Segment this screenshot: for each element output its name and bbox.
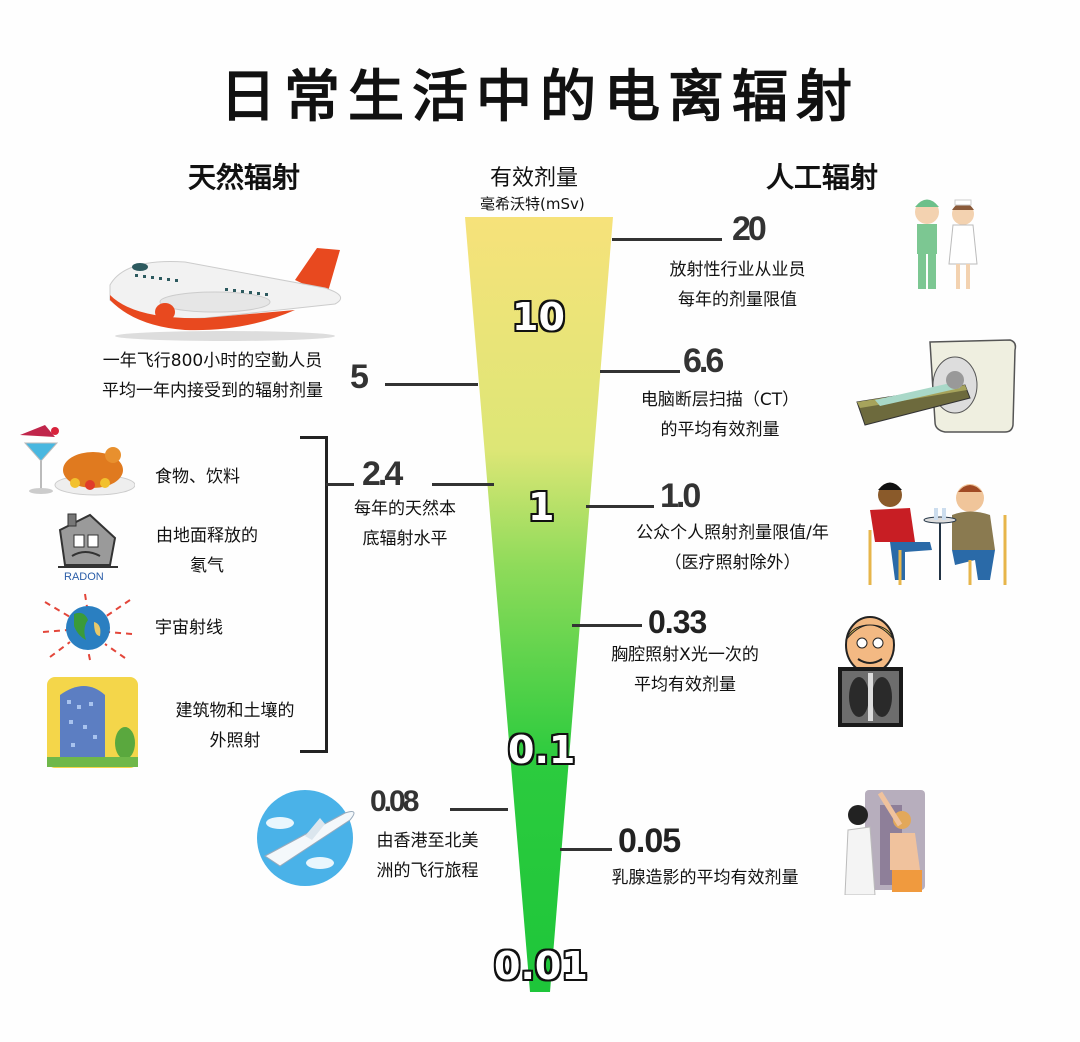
chest-xray-label: 胸腔照射X光一次的 平均有效剂量: [611, 645, 759, 695]
workers-label: 放射性行业从业员 每年的剂量限值: [669, 260, 806, 310]
page-title: 日常生活中的电离辐射: [220, 65, 860, 130]
background-connector-line: [432, 483, 494, 486]
aircrew-dose-value: 5: [350, 358, 369, 396]
flight-connector-line: [450, 808, 508, 811]
aircrew-label-line2: 平均一年内接受到的辐射剂量: [102, 381, 323, 401]
workers-connector-line: [612, 238, 722, 241]
radon-label: 由地面释放的 氡气: [156, 526, 258, 576]
public-dose-value: 1.0: [660, 477, 701, 515]
scale-tick-10: 10: [512, 295, 565, 339]
cosmic-ray-label: 宇宙射线: [155, 618, 223, 638]
building-soil-label: 建筑物和土壤的 外照射: [175, 701, 295, 751]
background-dose-value: 2.4: [362, 455, 403, 493]
airplane-icon: [109, 248, 342, 341]
svg-text:RADON: RADON: [64, 571, 104, 583]
scale-tick-0-01: 0.01: [494, 944, 588, 988]
dose-unit: 毫希沃特(mSv): [480, 195, 585, 213]
food-drink-icon: [20, 425, 135, 496]
food-drink-label: 食物、饮料: [155, 467, 240, 487]
aircrew-connector-line: [385, 383, 478, 386]
natural-sources-bracket: [300, 436, 328, 753]
radon-house-icon: RADON: [58, 513, 118, 583]
scale-tick-1: 1: [528, 485, 555, 529]
natural-radiation-header: 天然辐射: [188, 161, 301, 194]
ct-label: 电脑断层扫描（CT） 的平均有效剂量: [640, 390, 800, 440]
ct-connector-line: [600, 370, 680, 373]
dose-scale-funnel: [465, 217, 613, 992]
mammography-label: 乳腺造影的平均有效剂量: [611, 868, 799, 888]
scale-tick-0-1: 0.1: [508, 728, 576, 772]
public-connector-line: [586, 505, 654, 508]
flight-label: 由香港至北美 洲的飞行旅程: [376, 831, 479, 881]
chest-xray-person-icon: [838, 616, 903, 727]
mammography-icon: [844, 790, 925, 895]
bracket-connector-line: [326, 483, 354, 486]
mammography-dose-value: 0.05: [618, 822, 681, 860]
chest-xray-connector-line: [572, 624, 642, 627]
chest-xray-dose-value: 0.33: [648, 604, 707, 640]
mammography-connector-line: [560, 848, 612, 851]
ct-scanner-icon: [856, 339, 1017, 433]
aircrew-label-line1: 一年飞行800小时的空勤人员: [102, 351, 323, 371]
building-icon: [47, 677, 138, 768]
ct-dose-value: 6.6: [683, 342, 724, 380]
flight-dose-value: 0.08: [370, 785, 419, 818]
dose-title: 有效剂量: [490, 166, 579, 191]
doctor-nurse-icon: [915, 199, 978, 289]
cosmic-ray-earth-icon: [42, 593, 133, 661]
artificial-radiation-header: 人工辐射: [766, 161, 879, 194]
public-limit-label: 公众个人照射剂量限值/年 （医疗照射除外）: [636, 523, 829, 573]
background-label: 每年的天然本 底辐射水平: [354, 499, 456, 549]
flight-icon: [257, 790, 355, 886]
aircrew-label: 一年飞行800小时的空勤人员 平均一年内接受到的辐射剂量: [70, 346, 355, 406]
people-at-table-icon: [868, 482, 1007, 585]
workers-dose-value: 20: [732, 210, 767, 248]
